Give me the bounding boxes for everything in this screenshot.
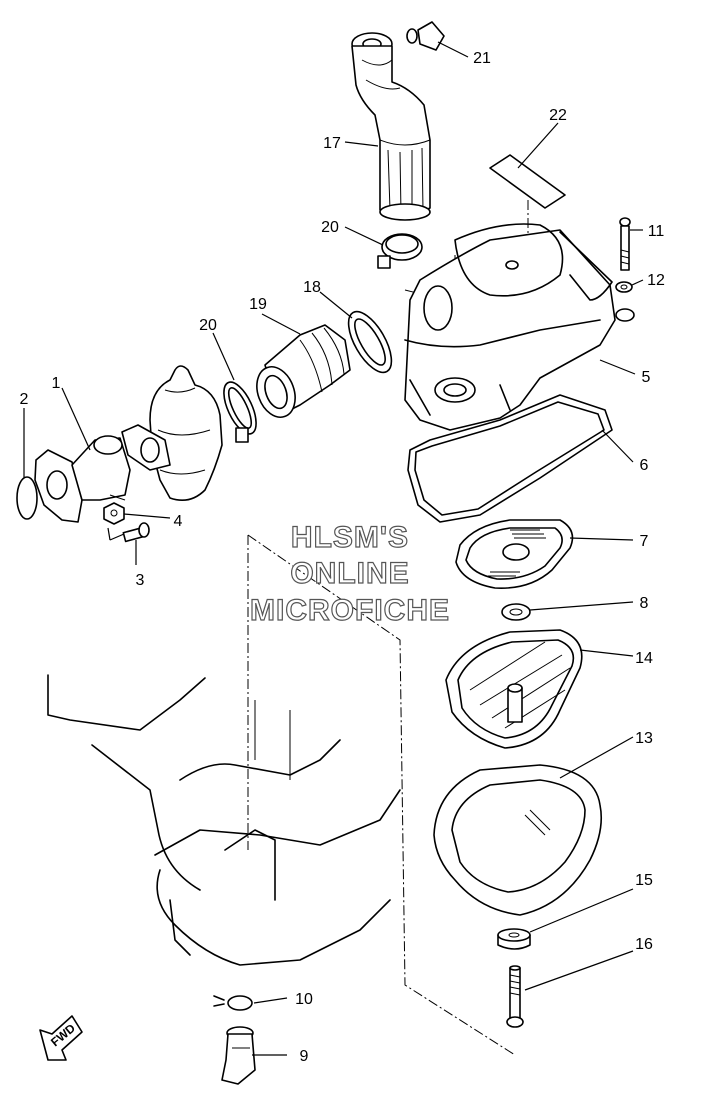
part-9-drain-hose [221,1026,256,1085]
callout-5: 5 [642,369,651,386]
watermark-line-1: HLSM'S [291,521,409,554]
part-10-clip [213,995,253,1011]
callout-13: 13 [635,730,653,747]
part-14-element-guide [445,629,583,749]
part-11-bolt [619,217,631,271]
callout-14: 14 [635,650,653,667]
carburetor-reference [121,365,223,501]
callout-9: 9 [300,1048,309,1065]
watermark-line-2: ONLINE [290,557,409,590]
watermark-line-3: MICROFICHE [250,594,450,627]
callout-22: 22 [549,107,567,124]
callout-8: 8 [640,595,649,612]
part-4-nut [103,502,125,525]
part-6-gasket [407,394,613,523]
part-20-clamp-lower [223,381,257,443]
part-15-grommet [497,928,531,950]
watermark: HLSM'S ONLINE MICROFICHE [249,520,450,627]
callout-6: 6 [640,457,649,474]
part-17-intake-duct [351,32,431,221]
part-21-breather-cap [406,21,445,51]
part-7-element-seal [455,519,574,589]
part-2-o-ring [16,476,38,520]
part-19-joint [256,324,351,418]
callout-numbers: 1 2 3 4 5 6 7 8 9 10 11 12 13 14 15 16 1… [20,50,665,1065]
part-20-clamp-upper [377,233,423,269]
callout-2: 2 [20,391,29,408]
callout-21: 21 [473,50,491,67]
part-8-nut [501,603,531,621]
callout-19: 19 [249,296,267,313]
part-3-bolt [122,522,150,543]
fwd-arrow: FWD [39,1015,83,1061]
part-16-bolt [506,965,524,1028]
callout-16: 16 [635,936,653,953]
callout-4: 4 [174,513,183,530]
part-13-air-filter-element [433,764,603,916]
part-22-label [489,154,566,209]
part-18-joint-ring [347,310,393,374]
part-12-washer [615,281,633,293]
callout-15: 15 [635,872,653,889]
part-1-intake-manifold [34,435,131,523]
callout-11: 11 [648,223,665,240]
callout-18: 18 [303,279,321,296]
leader-lines [23,41,644,1056]
callout-7: 7 [640,533,649,550]
callout-1: 1 [52,375,61,392]
callout-3: 3 [136,572,145,589]
callout-12: 12 [647,272,665,289]
callout-17: 17 [323,135,341,152]
frame-fender-reference [47,674,401,966]
part-5-air-box-case [404,223,635,431]
callout-10: 10 [295,991,313,1008]
callout-20-upper: 20 [321,219,339,236]
callout-20-lower: 20 [199,317,217,334]
